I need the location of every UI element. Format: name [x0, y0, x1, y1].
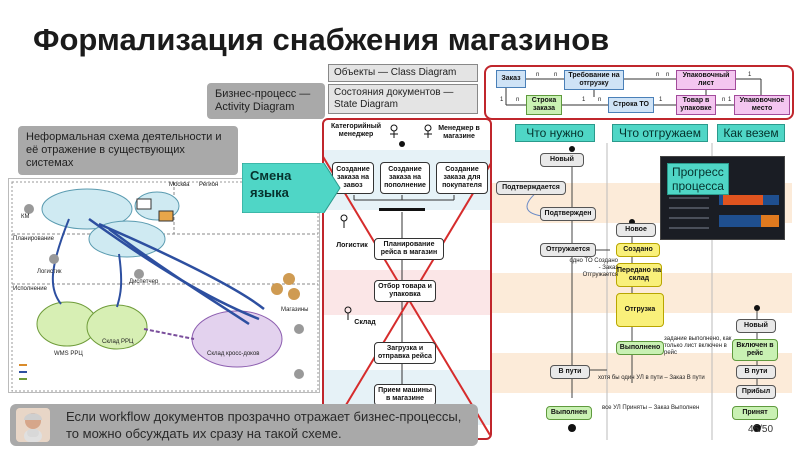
class-order: Заказ: [496, 70, 526, 88]
mult-n-6: n: [598, 97, 602, 103]
state-confirming: Подтверждается: [496, 181, 566, 195]
label-planning: Планирование: [13, 236, 54, 242]
class-requirement: Требование на отгрузку: [564, 70, 624, 90]
progress-panel: Прогресс процесса: [660, 156, 785, 240]
lang-change-label: Смена языка: [250, 168, 292, 200]
mult-n-4: n: [666, 72, 670, 78]
label-execution: Исполнение: [13, 286, 47, 292]
state-created: Создано: [616, 243, 660, 257]
label-stores: Магазины: [281, 307, 309, 313]
label-moscow: Москва: [169, 182, 190, 188]
mult-n-7: n: [722, 97, 726, 103]
mult-n-1: n: [536, 72, 540, 78]
state-arrived: Прибыл: [736, 385, 776, 399]
label-km: КМ: [21, 214, 30, 220]
actor-warehouse: Склад: [354, 319, 376, 326]
callout-states: Состояния документов — State Diagram: [328, 84, 478, 114]
class-to-line: Строка ТО: [608, 97, 654, 113]
avatar: [16, 408, 50, 442]
progress-label: Прогресс процесса: [667, 163, 729, 195]
informal-scheme-svg: [11, 181, 319, 392]
note-one-to: одно ТО Создано - Заказ Отгружается: [569, 258, 618, 278]
mult-1-5: 1: [728, 97, 732, 103]
callout-activity: Бизнес-процесс — Activity Diagram: [207, 83, 325, 119]
state-to-new: Новое: [616, 223, 656, 237]
state-diagram: Новый Подтверждается Подтвержден Отгружа…: [492, 143, 792, 440]
mult-n-2: n: [554, 72, 558, 78]
lang-change-arrow: [242, 163, 341, 213]
activity-diagram-frame: Категорийный менеджер Менеджер в магазин…: [322, 118, 492, 440]
state-in-transit: В пути: [550, 365, 590, 379]
class-goods-in-pack: Товар в упаковке: [676, 95, 716, 115]
mult-n-5: n: [516, 97, 520, 103]
state-packing: Отгрузка: [616, 293, 664, 327]
mult-1-3: 1: [582, 97, 586, 103]
action-plan-trip: Планирование рейса в магазин: [374, 238, 444, 260]
avatar-portrait: [16, 408, 50, 442]
page-number: 45/50: [748, 424, 774, 435]
action-receive-truck: Прием машины в магазине: [374, 384, 436, 406]
state-new: Новый: [540, 153, 584, 167]
mult-n-3: n: [656, 72, 660, 78]
actor-logistician: Логистик: [336, 242, 368, 249]
state-executed: Выполнено: [616, 341, 664, 355]
bottom-note: Если workflow документов прозрачно отраж…: [10, 404, 478, 446]
mult-1-1: 1: [748, 72, 752, 78]
mult-1-4: 1: [659, 97, 663, 103]
callout-objects: Объекты — Class Diagram: [328, 64, 478, 82]
label-logist: Логистик: [37, 269, 62, 275]
actor-category-manager: Категорийный менеджер: [330, 123, 382, 138]
label-dispatcher: Диспетчер: [129, 279, 159, 285]
label-wms-rfc: WMS РРЦ: [54, 351, 83, 357]
tab-what-shipped: Что отгружаем: [612, 124, 708, 142]
label-warehouse-rfc: Склад РРЦ: [102, 339, 134, 345]
label-region: Регион: [199, 182, 219, 188]
class-order-line: Строка заказа: [526, 95, 562, 115]
state-shipping: Отгружается: [540, 243, 596, 257]
state-accepted: Принят: [732, 406, 778, 420]
note-one-ul: хотя бы один УЛ в пути – Заказ В пути: [598, 375, 705, 381]
note-packing-done: задание выполнено, как только лист включ…: [664, 336, 732, 356]
slide-title: Формализация снабжения магазинов: [33, 22, 610, 57]
action-create-order-customer: Создание заказа для покупателя: [436, 162, 488, 194]
action-load-ship: Загрузка и отправка рейса: [374, 342, 436, 364]
actor-store-manager: Менеджер в магазине: [438, 125, 480, 140]
callout-informal: Неформальная схема деятельности и её отр…: [18, 126, 238, 175]
mult-1-2: 1: [500, 97, 504, 103]
label-warehouse-cross: Склад кросс-доков: [207, 351, 260, 357]
action-create-order-replenish: Создание заказа на пополнение: [380, 162, 430, 194]
tab-what-needed: Что нужно: [515, 124, 595, 142]
state-in-trip: Включен в рейс: [732, 339, 778, 361]
action-pick-pack: Отбор товара и упаковка: [374, 280, 436, 302]
class-pack-place: Упаковочное место: [734, 95, 790, 115]
class-diagram-links: [505, 78, 762, 106]
class-pack-sheet: Упаковочный лист: [676, 70, 736, 90]
state-pl-transit: В пути: [736, 365, 776, 379]
state-sent-to-wh: Передано на склад: [616, 263, 662, 287]
state-done: Выполнен: [546, 406, 592, 420]
state-confirmed: Подтвержден: [540, 207, 596, 221]
bottom-note-text: Если workflow документов прозрачно отраж…: [66, 409, 462, 441]
tab-how-deliver: Как везем: [717, 124, 785, 142]
informal-scheme: Москва Регион Планирование Исполнение КМ…: [8, 178, 320, 393]
state-pl-new: Новый: [736, 319, 776, 333]
progress-chart: [669, 195, 779, 229]
class-diagram-frame: Заказ Требование на отгрузку Упаковочный…: [484, 65, 794, 120]
note-all-ul: все УЛ Приняты – Заказ Выполнен: [602, 405, 700, 411]
